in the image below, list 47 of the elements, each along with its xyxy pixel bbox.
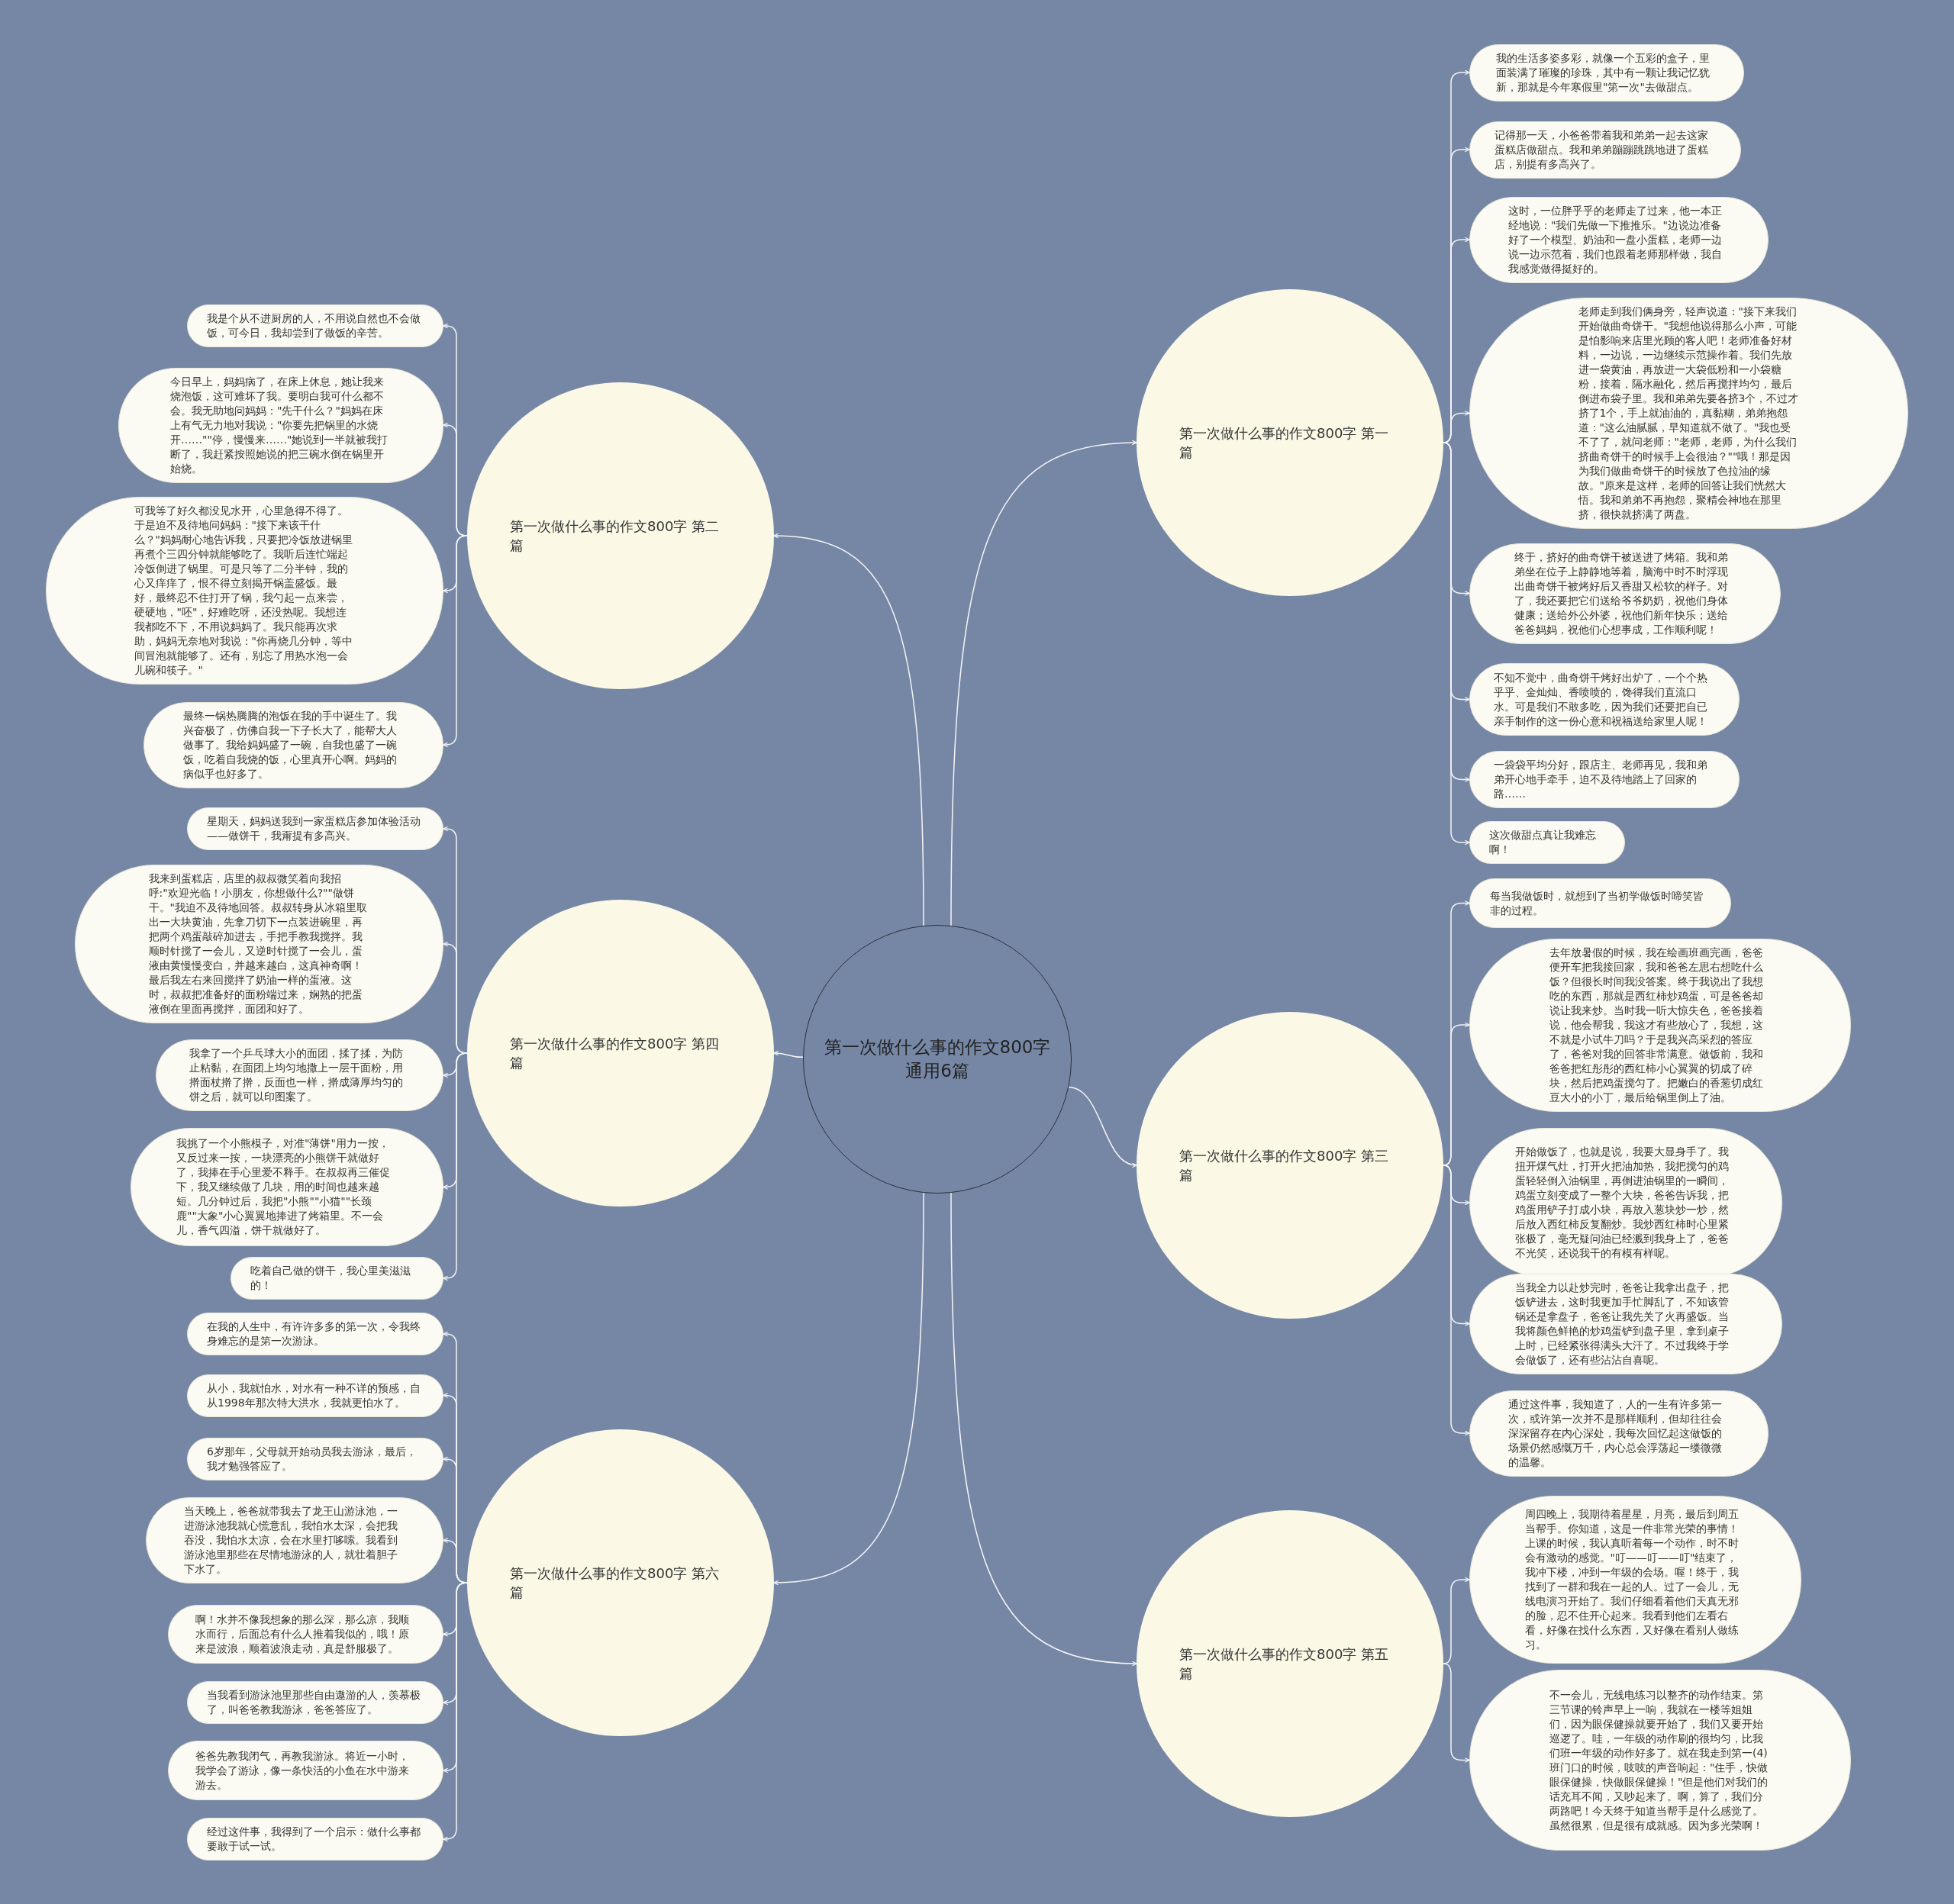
arrow	[773, 533, 924, 926]
topic-circle: 第一次做什么事的作文800字 第一篇	[1137, 289, 1443, 596]
text-bubble: 通过这件事，我知道了，人的一生有许多第一次，或许第一次并不是那样顺利，但却往往会深深留存在内心深处，我每次回忆起这做饭的场景仍然感慨万千，内心总会浮荡起一缕微微的温馨。	[1469, 1390, 1769, 1477]
arrow	[773, 1192, 924, 1585]
text-bubble: 当天晚上，爸爸就带我去了龙王山游泳池，一进游泳池我就心慌意乱，我怕水太深，会把我吞没，我怕水太凉，会在水里打哆嗦。我看到游泳池里那些在尽情地游泳的人，就壮着胆子下水了。	[146, 1497, 443, 1583]
text-bubble: 我是个从不进厨房的人，不用说自然也不会做饭，可今日，我却尝到了做饭的辛苦。	[187, 304, 443, 347]
text-bubble: 这次做甜点真让我难忘啊！	[1469, 821, 1625, 864]
central-topic-circle: 第一次做什么事的作文800字通用6篇	[803, 925, 1072, 1194]
text-bubble: 我拿了一个乒乓球大小的面团，揉了揉，为防止粘黏，在面团上均匀地撒上一层干面粉，用擀面杖擀了擀，反面也一样，擀成薄厚均匀的饼之后，就可以印图案了。	[156, 1039, 443, 1111]
text-bubble: 可我等了好久都没见水开，心里急得不得了。于是迫不及待地问妈妈："接下来该干什么？"妈妈耐心地告诉我，只要把冷饭放进锅里再煮个三四分钟就能够吃了。我听后连忙端起冷饭倒进了锅里。可是只等了二分半钟，我的心又痒痒了，恨不得立刻揭开锅盖盛饭。最好，最终忍不住打开了锅，我勺起一点来尝，硬硬地，"呸"，好难吃呀，还没热呢。我想连我都吃不下，不用说妈妈了。我只能再次求助，妈妈无奈地对我说："你再烧几分钟，等中间冒泡就能够了。还有，别忘了用热水泡一会儿碗和筷子。"	[46, 497, 443, 685]
topic-circle: 第一次做什么事的作文800字 第三篇	[1137, 1012, 1443, 1319]
arrow	[1443, 1663, 1470, 1763]
arrow	[1443, 1165, 1470, 1436]
text-bubble: 每当我做饭时，就想到了当初学做饭时啼笑皆非的过程。	[1469, 878, 1731, 928]
text-bubble: 今日早上，妈妈病了，在床上休息，她让我来烧泡饭，这可难坏了我。要明白我可什么都不会。我无助地问妈妈："先干什么？"妈妈在床上有气无力地对我说："你要先把锅里的水烧开……""停，慢慢来……"她说到一半就被我打断了，我赶紧按照她说的把三碗水倒在锅里开始烧。	[118, 367, 443, 483]
text-bubble: 最终一锅热腾腾的泡饭在我的手中诞生了。我兴奋极了，仿佛自我一下子长大了，能帮大人做事了。我给妈妈盛了一碗，自我也盛了一碗饭，吃着自我烧的饭，心里真开心啊。妈妈的病似乎也好多了。	[143, 701, 443, 788]
text-bubble: 我的生活多姿多彩，就像一个五彩的盒子，里面装满了璀璨的珍珠，其中有一颗让我记忆犹新，那就是今年寒假里"第一次"去做甜点。	[1469, 43, 1744, 101]
text-bubble: 这时，一位胖乎乎的老师走了过来，他一本正经地说："我们先做一下推推乐。"边说边准备好了一个模型、奶油和一盘小蛋糕，老师一边说一边示范着，我们也跟着老师那样做，我自我感觉做得挺好的。	[1469, 196, 1769, 283]
text-bubble: 当我全力以赴炒完时，爸爸让我拿出盘子，把饭铲进去，这时我更加手忙脚乱了，不知该管锅还是拿盘子，爸爸让我先关了火再盛饭。当我将颜色鲜艳的炒鸡蛋铲到盘子里，拿到桌子上时，已经紧张得满头大汗了。不过我终于学会做饭了，还有些沾沾自喜呢。	[1469, 1273, 1782, 1374]
arrow	[950, 1192, 1137, 1666]
text-bubble: 周四晚上，我期待着星星，月亮，最后到周五当帮手。你知道，这是一件非常光荣的事情！上课的时候，我认真听着每一个动作，时不时会有激动的感觉。"叮——叮——叮"结束了，我冲下楼，冲到一年级的会场。喔！终于，我找到了一群和我在一起的人。过了一会儿，无线电演习开始了。我们仔细看着他们天真无邪的脸，忍不住开心起来。我看到他们左看右看，好像在找什么东西，又好像在看别人做练习。	[1469, 1496, 1801, 1664]
text-bubble: 老师走到我们俩身旁，轻声说道："接下来我们开始做曲奇饼干。"我想他说得那么小声，可能是怕影响来店里光顾的客人吧！老师准备好材料，一边说，一边继续示范操作着。我们先放进一袋黄油，再放进一大袋低粉和一小袋糖粉，接着，隔水融化，然后再搅拌均匀，最后倒进布袋子里。我和弟弟先要各挤3个，不过才挤了1个，手上就油油的，真黏糊，弟弟抱怨道："这么油腻腻，早知道就不做了。"我也受不了了，就问老师："老师，老师，为什么我们挤曲奇饼干的时候手上会很油？""哦！那是因为我们做曲奇饼干的时候放了色拉油的缘故。"原来是这样，老师的回答让我们恍然大悟。我和弟弟不再抱怨，聚精会神地在那里挤，很快就挤满了两盘。	[1469, 298, 1908, 529]
arrow	[1068, 1086, 1137, 1168]
text-bubble: 爸爸先教我闭气，再教我游泳。将近一小时，我学会了游泳，像一条快活的小鱼在水中游来游去。	[168, 1741, 443, 1800]
topic-circle: 第一次做什么事的作文800字 第六篇	[467, 1429, 774, 1736]
text-bubble: 我挑了一个小熊模子，对准"薄饼"用力一按，又反过来一按，一块漂亮的小熊饼干就做好了，我捧在手心里爱不释手。在叔叔再三催促下，我又继续做了几块，用的时间也越来越短。几分钟过后，我把"小熊""小猫""长颈鹿""大象"小心翼翼地捧进了烤箱里。不一会儿，香气四溢，饼干就做好了。	[131, 1128, 443, 1246]
text-bubble: 一袋袋平均分好，跟店主、老师再见，我和弟弟开心地手牵手，迫不及待地踏上了回家的路……	[1469, 751, 1740, 808]
text-bubble: 我来到蛋糕店，店里的叔叔微笑着向我招呼:"欢迎光临！小朋友，你想做什么?""做饼干。"我迫不及待地回答。叔叔转身从冰箱里取出一大块黄油，先拿刀切下一点装进碗里，再把两个鸡蛋敲碎加进去，手把手教我搅拌。我顺时针搅了一会儿，又逆时针搅了一会儿，蛋液由黄慢慢变白，并越来越白，这真神奇啊！最后我左右来回搅拌了奶油一样的蛋液。这时，叔叔把准备好的面粉端过来，娴熟的把蛋液倒在里面再搅拌，面团和好了。	[75, 865, 443, 1023]
topic-circle: 第一次做什么事的作文800字 第四篇	[467, 900, 774, 1207]
text-bubble: 记得那一天，小爸爸带着我和弟弟一起去这家蛋糕店做甜点。我和弟弟蹦蹦跳跳地进了蛋糕店，别提有多高兴了。	[1469, 121, 1741, 179]
arrow	[1443, 442, 1470, 846]
text-bubble: 不一会儿，无线电练习以整齐的动作结束。第三节课的铃声早上一响，我就在一楼等姐姐们，因为眼保健操就要开始了，我们又要开始巡逻了。哇，一年级的动作刷的很均匀，比我们班一年级的动作好多了。就在我走到第一(4)班门口的时候，吱吱的声音响起："住手，快做眼保健操，快做眼保健操！"但是他们对我们的话充耳不闻，又吵起来了。啊，算了，我们分两路吧！今天终于知道当帮手是什么感觉了。虽然很累，但是很有成就感。因为多光荣啊！	[1469, 1670, 1851, 1851]
text-bubble: 啊！水并不像我想象的那么深，那么凉，我顺水而行，后面总有什么人推着我似的，哦！原来是波浪，顺着波浪走动，真是舒服极了。	[168, 1605, 443, 1664]
text-bubble: 吃着自己做的饼干，我心里美滋滋的！	[231, 1257, 443, 1300]
text-bubble: 6岁那年，父母就开始动员我去游泳，最后，我才勉强答应了。	[187, 1438, 443, 1480]
arrow	[950, 440, 1137, 926]
text-bubble: 经过这件事，我得到了一个启示：做什么事都要敢于试一试。	[187, 1818, 443, 1861]
text-bubble: 不知不觉中，曲奇饼干烤好出炉了，一个个热乎乎、金灿灿、香喷喷的，馋得我们直流口水。可是我们不敢多吃，因为我们还要把自已亲手制作的这一份心意和祝福送给家里人呢！	[1469, 663, 1740, 736]
text-bubble: 去年放暑假的时候，我在绘画班画完画，爸爸便开车把我接回家，我和爸爸左思右想吃什么饭？但很长时间我没答案。终于我说出了我想吃的东西，那就是西红柿炒鸡蛋，可是爸爸却说让我来炒。当时我一听大惊失色，爸爸接着说，他会帮我，我这才有些放心了，我想，这不就是小试牛刀吗？于是我兴高采烈的答应了，爸爸对我的回答非常满意。做饭前，我和爸爸把红彤彤的西红柿小心翼翼的切成了碎块，然后把鸡蛋搅匀了。把嫩白的香葱切成红豆大小的小丁，最后给锅里倒上了油。	[1469, 938, 1851, 1112]
text-bubble: 在我的人生中，有许许多多的第一次，令我终身难忘的是第一次游泳。	[187, 1313, 443, 1355]
text-bubble: 星期天，妈妈送我到一家蛋糕店参加体验活动——做饼干，我甭提有多高兴。	[187, 807, 443, 850]
arrow	[773, 1050, 804, 1058]
topic-circle: 第一次做什么事的作文800字 第二篇	[467, 382, 774, 689]
topic-circle: 第一次做什么事的作文800字 第五篇	[1137, 1510, 1443, 1817]
text-bubble: 从小，我就怕水，对水有一种不详的预感，自从1998年那次特大洪水，我就更怕水了。	[187, 1374, 443, 1417]
text-bubble: 当我看到游泳池里那些自由遨游的人，羡慕极了，叫爸爸教我游泳，爸爸答应了。	[187, 1681, 443, 1724]
text-bubble: 终于，挤好的曲奇饼干被送进了烤箱。我和弟弟坐在位子上静静地等着，脑海中时不时浮现出曲奇饼干被烤好后又香甜又松软的样子。对了，我还要把它们送给爷爷奶奶，祝他们身体健康；送给外公外婆，祝他们新年快乐；送给爸爸妈妈，祝他们心想事成，工作顺利呢！	[1469, 543, 1781, 644]
